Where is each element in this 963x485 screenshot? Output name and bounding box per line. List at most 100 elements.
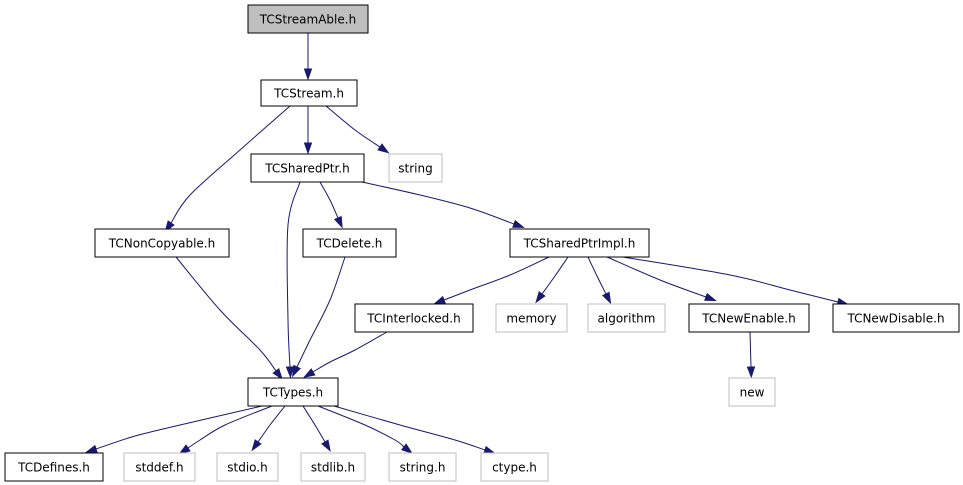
arrowhead-icon xyxy=(433,295,446,305)
node-label: TCNonCopyable.h xyxy=(108,237,215,251)
edge-line xyxy=(302,405,326,443)
node-label: TCNewEnable.h xyxy=(701,312,795,326)
edge-sharedptr-to-types xyxy=(285,181,301,379)
node-algorithm[interactable]: algorithm xyxy=(587,303,666,333)
node-interlocked[interactable]: TCInterlocked.h xyxy=(354,303,474,333)
arrowhead-icon xyxy=(401,443,414,455)
node-box[interactable] xyxy=(123,452,196,482)
node-box[interactable] xyxy=(587,303,666,333)
node-sharedptrimpl[interactable]: TCSharedPtrImpl.h xyxy=(509,228,650,258)
edge-line xyxy=(587,256,607,295)
node-label: TCInterlocked.h xyxy=(366,312,460,326)
arrowhead-icon xyxy=(512,219,525,228)
edge-line xyxy=(175,256,277,372)
node-newenable[interactable]: TCNewEnable.h xyxy=(688,303,810,333)
edge-sharedptr-to-sharedptrimpl xyxy=(361,181,525,228)
node-ctype[interactable]: ctype.h xyxy=(480,452,549,482)
node-box[interactable] xyxy=(94,228,230,258)
edge-noncopyable-to-types xyxy=(175,256,283,381)
node-types[interactable]: TCTypes.h xyxy=(247,377,339,407)
node-label: TCSharedPtrImpl.h xyxy=(523,237,636,251)
node-label: ctype.h xyxy=(492,461,537,475)
edge-newenable-to-new xyxy=(746,331,756,379)
edge-streamable-to-stream xyxy=(303,33,313,81)
node-box[interactable] xyxy=(247,4,369,34)
node-stream[interactable]: TCStream.h xyxy=(260,79,358,107)
edge-types-to-string_h xyxy=(317,405,414,455)
node-string_cpp[interactable]: string xyxy=(388,153,443,183)
node-newdisable[interactable]: TCNewDisable.h xyxy=(832,303,960,333)
arrowhead-icon xyxy=(333,215,343,229)
node-label: TCTypes.h xyxy=(262,386,323,400)
node-box[interactable] xyxy=(354,303,474,333)
edge-line xyxy=(541,256,569,295)
edge-line xyxy=(187,405,273,449)
edge-types-to-ctype xyxy=(333,405,496,454)
arrowhead-icon xyxy=(746,366,756,379)
node-box[interactable] xyxy=(388,452,457,482)
node-box[interactable] xyxy=(509,228,650,258)
node-box[interactable] xyxy=(495,303,568,333)
node-label: string xyxy=(398,162,432,176)
node-delete[interactable]: TCDelete.h xyxy=(302,228,397,258)
arrowhead-icon xyxy=(251,439,262,452)
node-box[interactable] xyxy=(250,153,365,183)
node-label: stddef.h xyxy=(135,461,183,475)
edge-interlocked-to-types xyxy=(303,331,388,378)
node-box[interactable] xyxy=(302,228,397,258)
node-label: TCSharedPtr.h xyxy=(264,162,349,176)
edge-line xyxy=(443,256,550,301)
edge-types-to-stdlib xyxy=(302,405,331,452)
node-box[interactable] xyxy=(260,79,358,107)
node-box[interactable] xyxy=(247,377,339,407)
arrowhead-icon xyxy=(272,368,283,381)
node-label: new xyxy=(740,386,765,400)
node-box[interactable] xyxy=(832,303,960,333)
arrowhead-icon xyxy=(303,68,313,81)
node-box[interactable] xyxy=(480,452,549,482)
node-string_h[interactable]: string.h xyxy=(388,452,457,482)
node-noncopyable[interactable]: TCNonCopyable.h xyxy=(94,228,230,258)
node-box[interactable] xyxy=(4,452,104,482)
arrowhead-icon xyxy=(704,292,717,301)
edge-line xyxy=(286,181,301,368)
edge-line xyxy=(622,256,839,303)
node-box[interactable] xyxy=(388,153,443,183)
node-stddef[interactable]: stddef.h xyxy=(123,452,196,482)
edge-types-to-stdio xyxy=(251,405,286,452)
edge-line xyxy=(170,105,291,224)
node-stdio[interactable]: stdio.h xyxy=(216,452,279,482)
node-box[interactable] xyxy=(216,452,279,482)
edge-sharedptr-to-delete xyxy=(319,181,343,229)
node-label: stdio.h xyxy=(227,461,267,475)
edge-line xyxy=(333,405,486,451)
arrowhead-icon xyxy=(303,368,316,378)
edge-types-to-stddef xyxy=(178,405,273,455)
edge-sharedptrimpl-to-newenable xyxy=(606,256,717,301)
node-defines[interactable]: TCDefines.h xyxy=(4,452,104,482)
node-streamable[interactable]: TCStreamAble.h xyxy=(247,4,369,34)
edge-sharedptrimpl-to-algorithm xyxy=(587,256,612,305)
node-box[interactable] xyxy=(688,303,810,333)
node-memory[interactable]: memory xyxy=(495,303,568,333)
edge-line xyxy=(361,181,515,225)
node-box[interactable] xyxy=(300,452,366,482)
node-box[interactable] xyxy=(728,377,776,407)
node-new[interactable]: new xyxy=(728,377,776,407)
edge-stream-to-sharedptr xyxy=(303,106,313,155)
edge-sharedptrimpl-to-newdisable xyxy=(622,256,850,306)
edge-line xyxy=(749,331,752,368)
arrowhead-icon xyxy=(285,366,295,379)
edge-line xyxy=(325,105,381,148)
edge-types-to-defines xyxy=(85,405,263,453)
edge-line xyxy=(319,181,339,219)
edge-line xyxy=(257,405,286,443)
arrowhead-icon xyxy=(535,291,546,304)
node-sharedptr[interactable]: TCSharedPtr.h xyxy=(250,153,365,183)
node-stdlib[interactable]: stdlib.h xyxy=(300,452,366,482)
edge-line xyxy=(296,256,346,368)
node-label: algorithm xyxy=(598,312,656,326)
node-label: TCDelete.h xyxy=(316,237,383,251)
node-label: string.h xyxy=(400,461,446,475)
